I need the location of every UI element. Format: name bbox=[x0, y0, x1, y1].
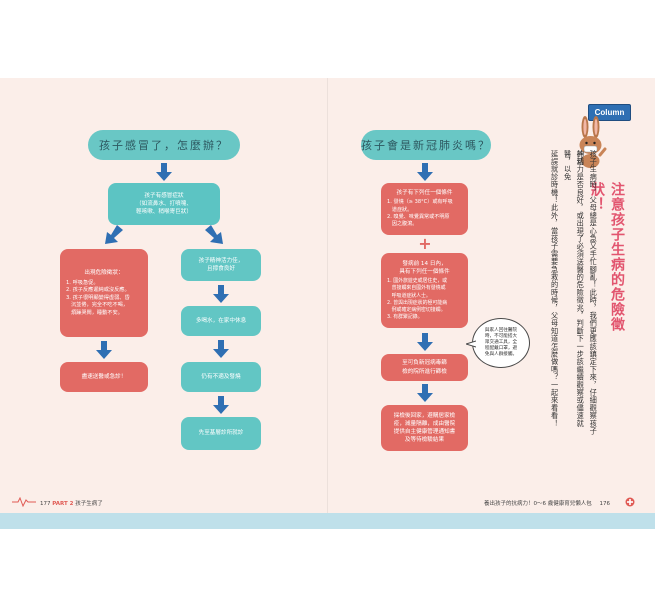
right-page-number: 176 bbox=[599, 501, 611, 507]
left-chapter-title: 孩子生病了 bbox=[75, 501, 103, 507]
left-flow-title: 孩子感冒了，怎麼辦？ bbox=[88, 130, 240, 160]
column-paragraph-line-2: 神活力是否良好，或出現了必須送醫的危險徵兆，判斷下一步該繼續觀察或儘速就醫，以免 bbox=[563, 150, 586, 428]
danger-heading: 出現危險徵狀： bbox=[84, 269, 124, 276]
right-footer: 養出孩子的抗病力！0～6 歲健康育兒懶人包 176 bbox=[484, 499, 610, 507]
arrow-down-icon bbox=[417, 333, 433, 351]
still-unwell-box: 仍有不適及發燒 bbox=[181, 362, 261, 392]
emergency-action-box: 盡速送醫或急診！ bbox=[60, 362, 148, 392]
right-flow-title: 孩子會是新冠肺炎嗎？ bbox=[361, 130, 491, 160]
condition-b-heading: 發病前 14 日內， 具有下列任一個條件 bbox=[399, 261, 450, 276]
column-paragraph-line-1: 孩子生病時，父母總是心急又手忙腳亂！此時，我們更應該鎮定下來，仔細觀察孩子的精 bbox=[576, 150, 599, 435]
good-state-box: 孩子精神活力佳， 且擰食良好 bbox=[181, 249, 261, 281]
condition-a-list: 1. 發燒（≥ 38°C）或有呼吸 道症狀。 2. 嗅覺、味覺異常或不明原 因之… bbox=[387, 199, 453, 228]
rabbit-mascot-icon bbox=[579, 116, 607, 168]
column-title: 注意孩子生病的危險徵狀！ bbox=[589, 182, 625, 332]
left-footer: 177 PART 2 孩子生病了 bbox=[40, 499, 103, 507]
symptoms-box: 孩子有感冒症狀 （如流鼻水、打噴嚏、 輕咳嗽、稍喉寄巨狀） bbox=[108, 183, 220, 225]
right-book-title: 養出孩子的抗病力！0～6 歲健康育兒懶人包 bbox=[484, 501, 592, 507]
arrow-down-icon bbox=[213, 340, 229, 358]
arrow-down-icon bbox=[213, 396, 229, 414]
bottom-band bbox=[0, 513, 655, 529]
left-part-label: PART 2 bbox=[52, 501, 74, 507]
left-page-number: 177 bbox=[40, 501, 51, 507]
column-badge: Column bbox=[588, 104, 631, 121]
spine-fold bbox=[327, 78, 328, 513]
clinic-visit-box: 先至基層診所就診 bbox=[181, 417, 261, 450]
home-care-box: 多喝水，在家中休息 bbox=[181, 306, 261, 336]
arrow-down-icon bbox=[417, 384, 433, 402]
arrow-down-icon bbox=[417, 163, 433, 181]
condition-b-box: 發病前 14 日內， 具有下列任一個條件 1. 國外旅遊史或居住史，或 曾接觸來… bbox=[381, 253, 468, 328]
condition-a-heading: 孩子有下列任一個條件 bbox=[396, 190, 453, 197]
heartbeat-icon bbox=[12, 497, 36, 507]
note-bubble: 與家人回往醫院 時，不可能搭大 眾交通工具，全 程配戴口罩，避 免與人群接觸。 bbox=[472, 318, 530, 368]
arrow-down-icon bbox=[156, 163, 172, 181]
arrow-down-icon bbox=[96, 341, 112, 359]
arrow-down-left-icon bbox=[105, 225, 123, 244]
danger-signs-box: 出現危險徵狀： 1. 呼吸急促。 2. 孩子反應遲純或沒反應。 3. 孩子很明顯… bbox=[60, 249, 148, 337]
arrow-down-icon bbox=[213, 285, 229, 303]
screening-action-box: 至可負新冠病毒篩 檢的院所進行篩檢 bbox=[381, 354, 468, 381]
danger-list: 1. 呼吸急促。 2. 孩子反應遲純或沒反應。 3. 孩子很明顯變得虛弱、昏 沉… bbox=[66, 279, 130, 316]
plus-circle-icon bbox=[625, 497, 635, 507]
plus-sign: + bbox=[418, 234, 432, 253]
follow-up-box: 採檢後回家，避購居家檢 疫，減量隔離，成由醫院 提供自主健康管理通知書 及等待檢… bbox=[381, 405, 468, 451]
arrow-down-right-icon bbox=[205, 225, 223, 244]
bubble-tail bbox=[466, 340, 476, 348]
column-paragraph-line-3: 延誤就診時機！此外，當孩子需要急救的時候，父母知道怎麼做嗎？一起來看看！ bbox=[550, 150, 560, 428]
condition-b-list: 1. 國外旅遊史或居住史，或 曾接觸來自國外有發燒或 呼吸道症狀人士。 2. 曾… bbox=[387, 278, 448, 320]
condition-a-box: 孩子有下列任一個條件 1. 發燒（≥ 38°C）或有呼吸 道症狀。 2. 嗅覺、… bbox=[381, 183, 468, 235]
